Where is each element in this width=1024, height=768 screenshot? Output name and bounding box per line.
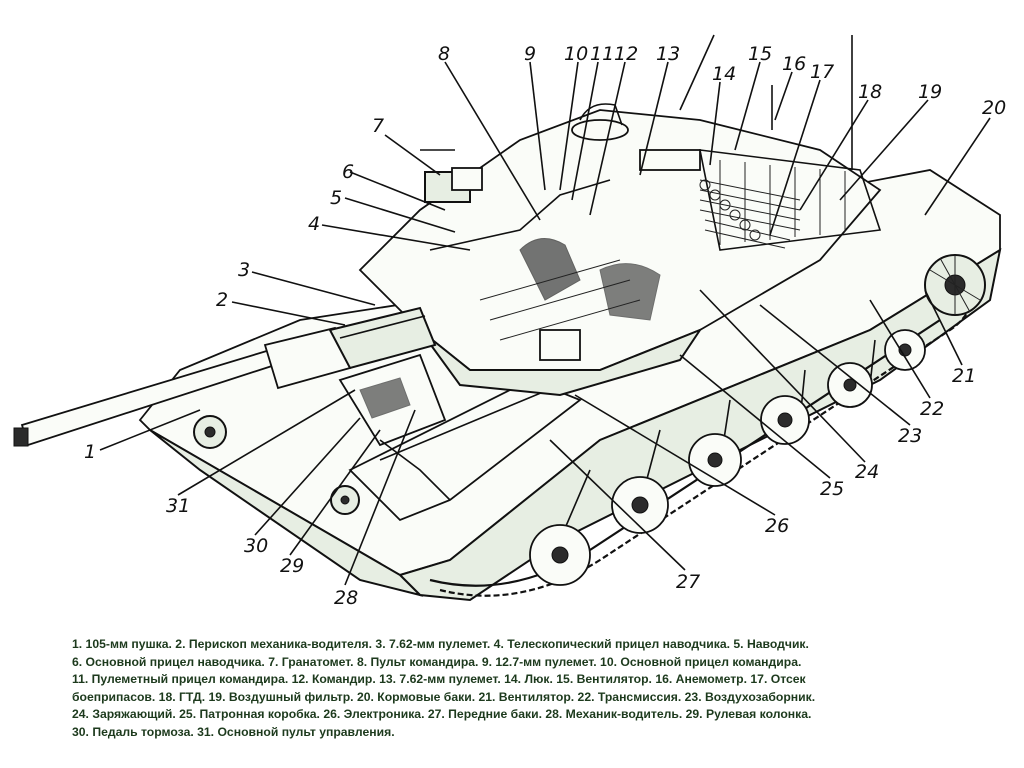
label-17: 17 xyxy=(810,61,834,83)
label-28: 28 xyxy=(334,587,358,609)
driver-compartment xyxy=(338,353,451,501)
turret xyxy=(358,34,882,397)
label-3: 3 xyxy=(238,259,250,281)
label-5: 5 xyxy=(330,187,342,209)
tank-cutaway-diagram: 1 2 3 4 5 6 7 8 9 10 11 12 13 14 15 16 1… xyxy=(13,34,1007,609)
label-24: 24 xyxy=(855,461,879,483)
label-6: 6 xyxy=(342,161,354,183)
label-29: 29 xyxy=(280,555,304,577)
label-1: 1 xyxy=(84,441,96,463)
label-20: 20 xyxy=(982,97,1006,119)
label-16: 16 xyxy=(782,53,806,75)
turret-interior xyxy=(429,179,661,361)
label-7: 7 xyxy=(372,115,384,137)
caption-line: боеприпасов. 18. ГТД. 19. Воздушный филь… xyxy=(72,689,816,704)
label-11: 11 xyxy=(590,43,614,65)
figure-caption: 1. 105-мм пушка. 2. Перископ механика-во… xyxy=(72,636,972,742)
label-14: 14 xyxy=(712,63,736,85)
label-9: 9 xyxy=(524,43,536,65)
label-4: 4 xyxy=(308,213,320,235)
main-gun xyxy=(13,306,437,447)
label-2: 2 xyxy=(216,289,228,311)
caption-line: 24. Заряжающий. 25. Патронная коробка. 2… xyxy=(72,707,812,722)
caption-line: 6. Основной прицел наводчика. 7. Гранато… xyxy=(72,654,802,669)
label-30: 30 xyxy=(244,535,268,557)
label-8: 8 xyxy=(438,43,450,65)
label-31: 31 xyxy=(166,495,190,517)
label-12: 12 xyxy=(614,43,638,65)
label-15: 15 xyxy=(748,43,772,65)
label-25: 25 xyxy=(820,478,844,500)
label-23: 23 xyxy=(898,425,922,447)
caption-line: 11. Пулеметный прицел командира. 12. Ком… xyxy=(72,672,806,687)
caption-line: 30. Педаль тормоза. 31. Основной пульт у… xyxy=(72,724,395,739)
label-21: 21 xyxy=(952,365,976,387)
label-19: 19 xyxy=(918,81,942,103)
caption-line: 1. 105-мм пушка. 2. Перископ механика-во… xyxy=(72,637,809,651)
label-10: 10 xyxy=(564,43,588,65)
label-18: 18 xyxy=(858,81,882,103)
ammo-rounds xyxy=(699,179,801,249)
part-labels: 1 2 3 4 5 6 7 8 9 10 11 12 13 14 15 16 1… xyxy=(84,43,1006,609)
label-27: 27 xyxy=(676,571,700,593)
label-22: 22 xyxy=(920,398,944,420)
leader-lines xyxy=(99,61,991,586)
running-gear xyxy=(193,254,986,597)
label-13: 13 xyxy=(656,43,680,65)
label-26: 26 xyxy=(765,515,789,537)
